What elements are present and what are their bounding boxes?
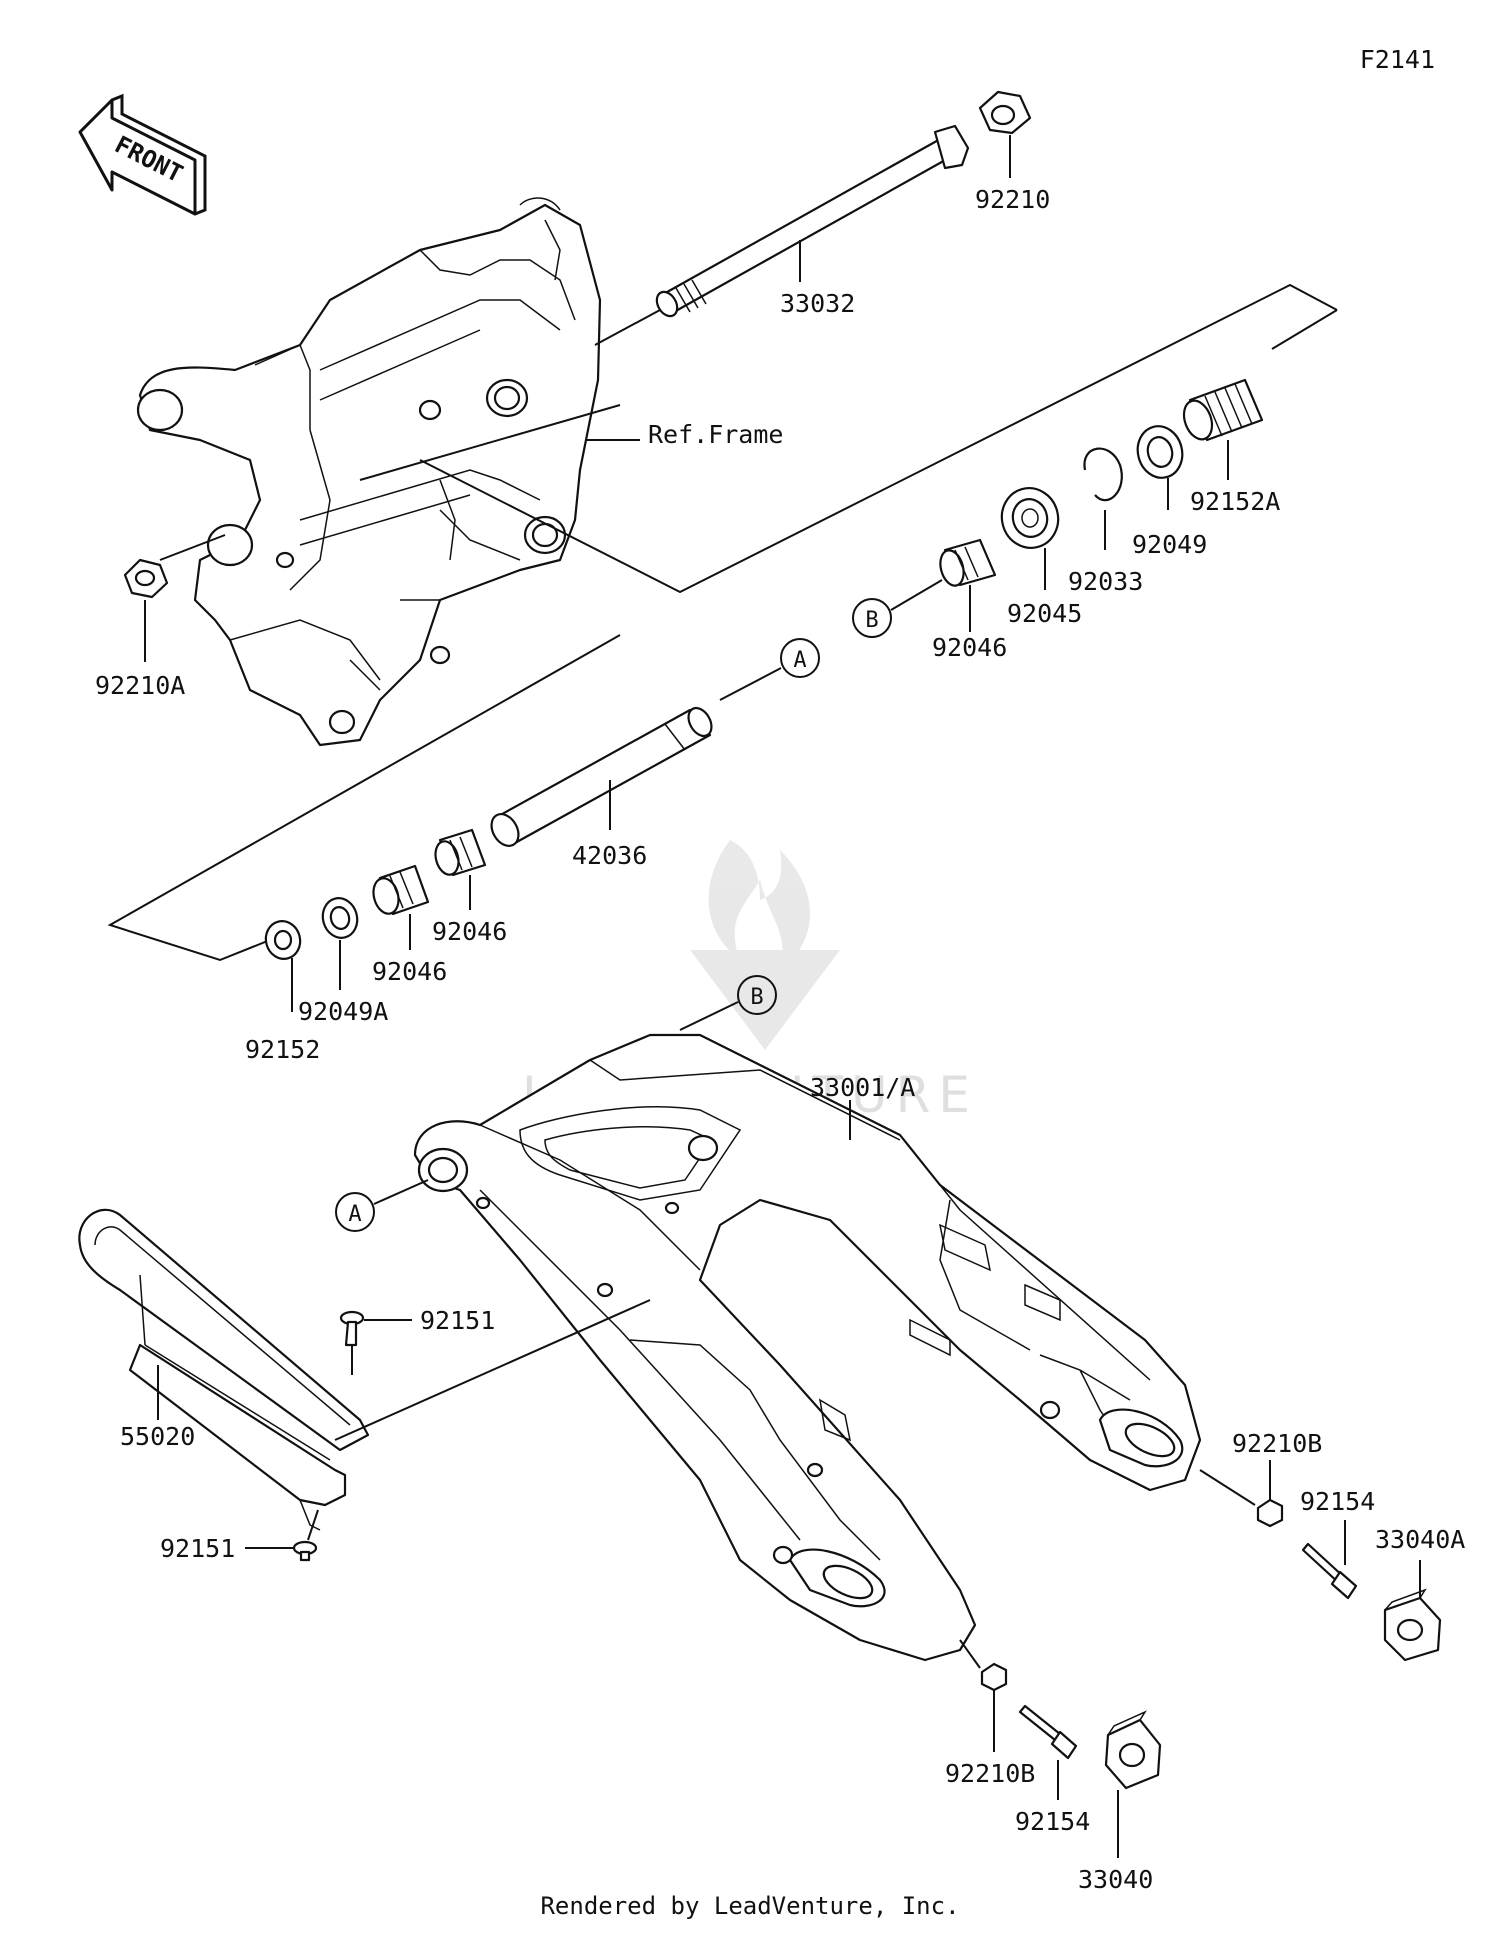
part-label-92045: 92045 xyxy=(1007,599,1082,628)
callout-b-lower-label: B xyxy=(750,985,763,1010)
part-label-92033: 92033 xyxy=(1068,567,1143,596)
part-33040-chain-adjuster xyxy=(1104,1710,1162,1790)
part-92045-ball-bearing xyxy=(1000,487,1060,549)
part-label-42036: 42036 xyxy=(572,841,647,870)
part-92210-nut xyxy=(978,90,1032,135)
part-92033-circlip xyxy=(1083,447,1123,502)
callout-a-upper-label: A xyxy=(793,648,806,673)
part-92210B-nut-right xyxy=(1256,1498,1284,1528)
part-label-33040A: 33040A xyxy=(1375,1525,1465,1554)
part-label-92046-mid: 92046 xyxy=(432,917,507,946)
part-92154-bolt-bottom xyxy=(1018,1704,1078,1760)
part-label-92210A: 92210A xyxy=(95,671,185,700)
callout-b-upper-label: B xyxy=(865,608,878,633)
part-label-33040: 33040 xyxy=(1078,1865,1153,1894)
part-label-92151-lower: 92151 xyxy=(160,1534,235,1563)
part-92151-bolt-upper xyxy=(339,1310,365,1347)
part-92046-needle-bearing-lower xyxy=(372,864,430,916)
part-label-33001A: 33001/A xyxy=(810,1073,915,1102)
part-92210B-nut-bottom xyxy=(980,1662,1008,1692)
part-label-92210B-bottom: 92210B xyxy=(945,1759,1035,1788)
callout-a-lower xyxy=(335,1192,375,1232)
part-92046-needle-bearing-mid xyxy=(434,828,487,877)
part-label-92154-bottom: 92154 xyxy=(1015,1807,1090,1836)
callout-b-lower xyxy=(737,975,777,1015)
part-label-92049A: 92049A xyxy=(298,997,388,1026)
part-label-92210: 92210 xyxy=(975,185,1050,214)
part-label-92154-right: 92154 xyxy=(1300,1487,1375,1516)
part-label-92152A: 92152A xyxy=(1190,487,1280,516)
part-55020-chain-guard xyxy=(78,1208,370,1531)
part-label-92210B-right: 92210B xyxy=(1232,1429,1322,1458)
part-92049A-oil-seal xyxy=(321,897,359,939)
part-92151-bolt-lower xyxy=(292,1540,318,1562)
callout-a-lower-label: A xyxy=(348,1202,361,1227)
part-92210A-nut xyxy=(123,558,169,599)
callout-b-upper xyxy=(852,598,892,638)
part-92152A-collar xyxy=(1182,378,1264,442)
callout-a-upper xyxy=(780,638,820,678)
part-33032-pivot-shaft xyxy=(655,124,970,318)
diagram-id: F2141 xyxy=(1360,45,1435,74)
part-label-92152: 92152 xyxy=(245,1035,320,1064)
part-92152-collar xyxy=(264,920,302,960)
part-label-55020: 55020 xyxy=(120,1422,195,1451)
ref-frame-label: Ref.Frame xyxy=(648,420,783,449)
part-label-92046-upper: 92046 xyxy=(932,633,1007,662)
part-33001A-swingarm xyxy=(413,1033,1202,1662)
part-42036-collar xyxy=(490,706,713,847)
part-92049-oil-seal xyxy=(1136,425,1184,479)
frame xyxy=(136,197,602,747)
part-92046-needle-bearing-upper xyxy=(939,538,997,587)
part-label-92046-lower: 92046 xyxy=(372,957,447,986)
part-92154-bolt-right xyxy=(1301,1542,1358,1600)
part-33040A-chain-adjuster xyxy=(1383,1588,1442,1662)
footer-credit: Rendered by LeadVenture, Inc. xyxy=(540,1892,960,1920)
front-arrow-icon: FRONT xyxy=(78,93,207,216)
part-label-92151-upper: 92151 xyxy=(420,1306,495,1335)
part-label-92049: 92049 xyxy=(1132,530,1207,559)
part-label-33032: 33032 xyxy=(780,289,855,318)
